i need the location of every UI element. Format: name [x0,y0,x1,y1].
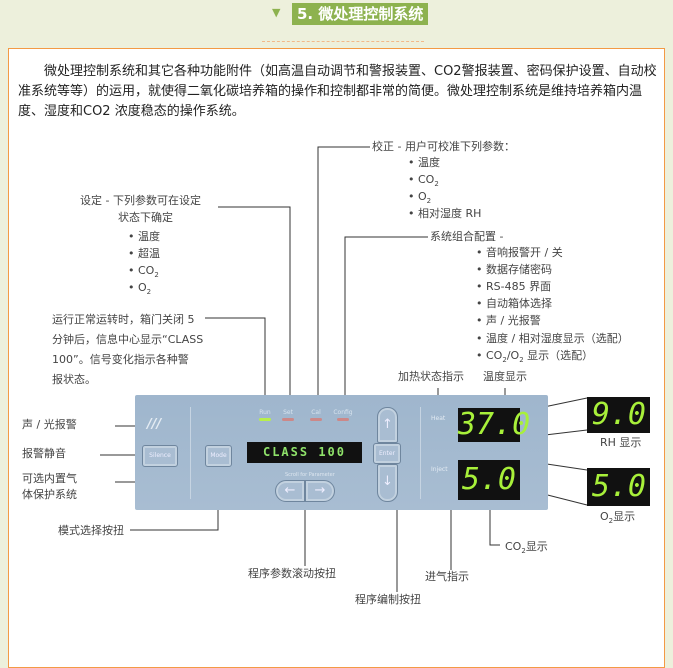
divider [262,41,424,42]
co2-display-label: CO2显示 [505,540,548,556]
calibration-item: 相对湿度 RH [408,206,481,222]
heat-indicator-label: 加热状态指示 [398,370,464,383]
co2-display: 5.0 [458,460,520,500]
setting-item: 超温 [128,246,160,262]
alarm-label: 声 / 光报警 [22,418,77,431]
line-run [205,317,266,412]
silence-button[interactable]: Silence [142,445,178,467]
config-item: 音响报警开 / 关 [476,245,563,261]
setting-title: 设定 - 下列参数可在设定 [80,194,201,207]
setting-item: O2 [128,280,151,300]
up-button[interactable]: ↑ [377,407,398,443]
heat-indicator: Heat [431,415,446,422]
line-config [344,236,428,412]
gas-protect-label: 可选内置气体保护系统 [22,472,77,501]
calibration-item: O2 [408,189,431,209]
message-display: CLASS 100 [247,442,362,463]
mode-button-label: 模式选择按扭 [58,524,124,537]
intro-paragraph: 微处理控制系统和其它各种功能附件（如高温自动调节和警报装置、CO2警报装置、密码… [18,64,657,119]
config-title: 系统组合配置 - [430,230,504,243]
calibration-title: 校正 - 用户可校准下列参数： [372,140,515,153]
rh-display: 9.0 [587,397,650,433]
scroll-right-button[interactable]: → [305,480,335,502]
config-item: 自动箱体选择 [476,296,552,312]
inject-indicator: Inject [431,466,448,473]
arrow-icon: ▼ [272,6,281,19]
led-set: Set [277,409,299,421]
scroll-label: Scroll for Parameter [285,472,335,478]
led-cal: Cal [305,409,327,421]
calibration-item: CO2 [408,172,439,192]
program-buttons-label: 程序编制按扭 [355,593,421,606]
section-title: 5. 微处理控制系统 [292,3,429,25]
setting-title-2: 状态下确定 [118,211,173,224]
setting-item: 温度 [128,229,160,245]
enter-button[interactable]: Enter [373,443,401,464]
setting-item: CO2 [128,263,159,283]
divider [420,407,421,499]
divider [190,407,191,499]
rh-display-label: RH 显示 [600,436,642,449]
inject-indicator-label: 进气指示 [425,570,469,583]
led-config: Config [332,409,354,421]
line-calibration [317,146,370,412]
calibration-item: 温度 [408,155,440,171]
temp-display-label: 温度显示 [483,370,527,383]
line-co2 [489,500,500,546]
silence-label: 报警静音 [22,447,66,460]
down-button[interactable]: ↓ [377,464,398,502]
scroll-buttons-label: 程序参数滚动按扭 [248,567,336,580]
config-item: 声 / 光报警 [476,313,541,329]
control-panel: /// Silence Mode Run Set Cal Config CLAS… [135,395,548,510]
config-item: RS-485 界面 [476,279,551,295]
alarm-light-icon: /// [147,417,162,432]
config-item: 温度 / 相对湿度显示（选配） [476,331,629,347]
temperature-display: 37.0 [458,407,531,442]
config-item: CO2/O2 显示（选配） [476,348,593,368]
line-setting [218,206,291,412]
o2-display: 5.0 [587,468,650,506]
o2-display-label: O2显示 [600,510,636,526]
scroll-left-button[interactable]: ← [275,480,305,502]
config-item: 数据存储密码 [476,262,552,278]
led-run: Run [254,409,276,421]
mode-button[interactable]: Mode [205,445,232,467]
